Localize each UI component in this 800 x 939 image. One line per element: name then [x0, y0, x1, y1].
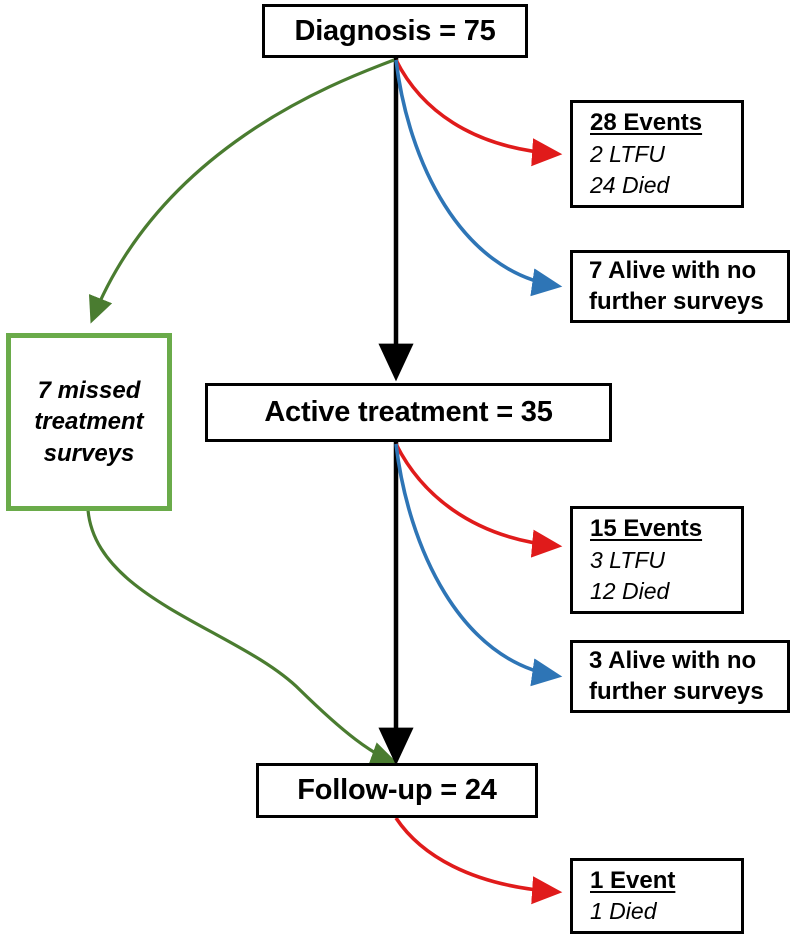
node-events-diagnosis-detail-0: 2 LTFU	[590, 141, 665, 168]
node-events-treatment-detail-0: 3 LTFU	[590, 547, 665, 574]
node-alive-diagnosis[interactable]: 7 Alive with no further surveys	[570, 250, 790, 323]
edge-diagnosis-to-alive	[394, 59, 563, 297]
edge-missed-surveys-to-follow-up	[86, 509, 398, 766]
node-events-followup-detail-0: 1 Died	[590, 898, 657, 925]
node-events-diagnosis[interactable]: 28 Events 2 LTFU 24 Died	[570, 100, 744, 208]
node-alive-diagnosis-line-1: 7 Alive with no	[589, 256, 757, 284]
node-alive-treatment-line-1: 3 Alive with no	[589, 646, 757, 674]
node-missed-surveys-line-3: surveys	[43, 439, 135, 467]
edge-active-treatment-to-alive	[394, 443, 563, 687]
node-active-treatment-label: Active treatment = 35	[264, 396, 553, 429]
node-events-treatment-header: 15 Events	[590, 515, 703, 543]
edge-diagnosis-to-events	[394, 59, 563, 167]
node-active-treatment[interactable]: Active treatment = 35	[205, 383, 612, 442]
node-missed-surveys[interactable]: 7 missed treatment surveys	[6, 333, 172, 511]
node-events-followup-header: 1 Event	[590, 866, 676, 894]
node-events-diagnosis-detail-1: 24 Died	[590, 171, 670, 198]
node-alive-treatment-line-2: further surveys	[589, 677, 764, 705]
edge-active-treatment-to-events	[394, 443, 563, 558]
node-diagnosis-label: Diagnosis = 75	[294, 14, 496, 47]
edge-diagnosis-to-missed-surveys	[88, 58, 395, 324]
node-missed-surveys-line-1: 7 missed	[37, 377, 141, 405]
node-diagnosis[interactable]: Diagnosis = 75	[262, 4, 528, 58]
node-follow-up[interactable]: Follow-up = 24	[256, 763, 538, 818]
node-missed-surveys-line-2: treatment	[34, 408, 144, 436]
node-events-treatment[interactable]: 15 Events 3 LTFU 12 Died	[570, 506, 744, 614]
node-follow-up-label: Follow-up = 24	[297, 774, 497, 807]
node-events-treatment-detail-1: 12 Died	[590, 577, 670, 604]
node-alive-diagnosis-line-2: further surveys	[589, 287, 764, 315]
node-events-followup[interactable]: 1 Event 1 Died	[570, 858, 744, 934]
node-alive-treatment[interactable]: 3 Alive with no further surveys	[570, 640, 790, 713]
edge-follow-up-to-events	[394, 817, 563, 905]
node-events-diagnosis-header: 28 Events	[590, 109, 703, 137]
